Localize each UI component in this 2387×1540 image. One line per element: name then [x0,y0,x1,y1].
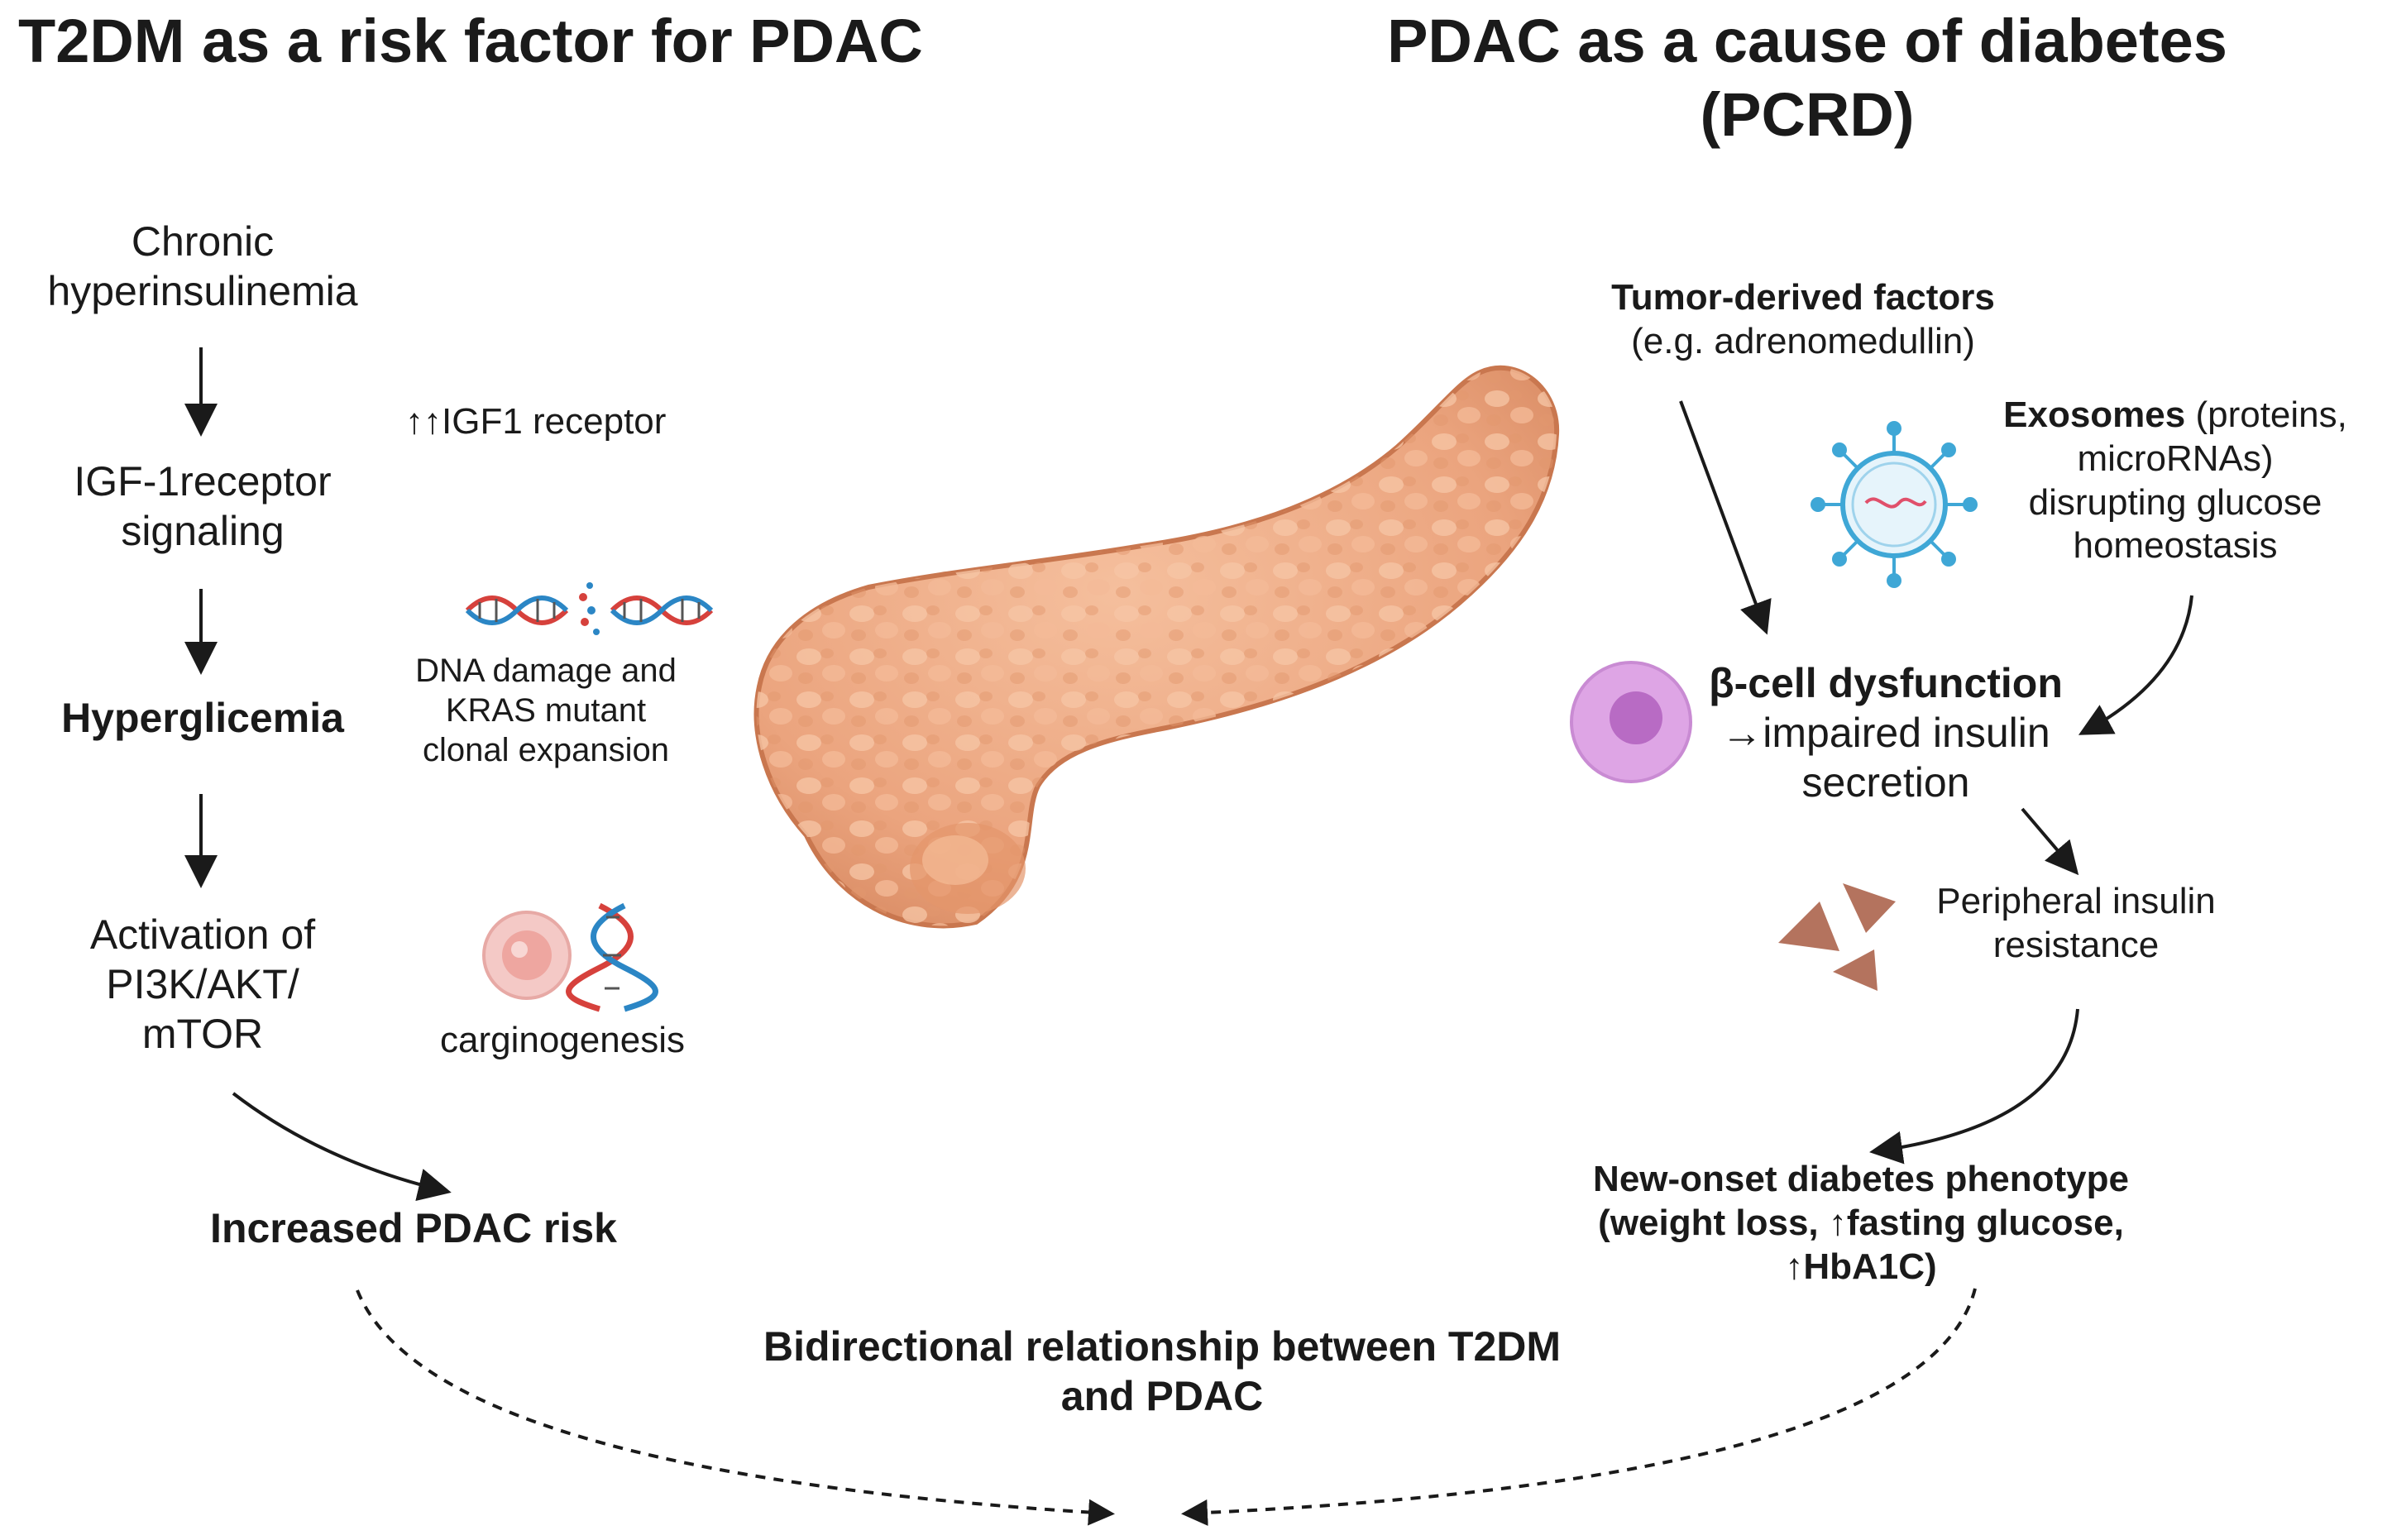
pancreas-illustration [753,365,1560,929]
cancer-cell-icon [482,911,572,1000]
note-carcinogenesis: carginogenesis [440,1020,685,1060]
bidirectional-title: Bidirectional relationship between T2DM … [763,1323,1562,1419]
peripheral-insulin-resistance: Peripheral insulin resistance [1936,881,2216,965]
right-flow-arrows [1679,400,2193,1165]
note-dna-damage: DNA damage and KRAS mutant clonal expans… [415,653,677,768]
dna-helix-icon [566,902,658,1012]
left-flow-arrows [184,347,452,1202]
note-igf1-receptor: ↑↑IGF1 receptor [405,401,667,442]
bidirectional-arrows [356,1288,1977,1526]
tumor-derived-factors: Tumor-derived factors (e.g. adrenomedull… [1611,277,1995,361]
new-onset-diabetes: New-onset diabetes phenotype (weight los… [1593,1159,2129,1287]
exosome-icon [1811,421,1978,588]
step-hyperglicemia: Hyperglicemia [61,695,344,741]
step-pi3k-akt-mtor: Activation of PI3K/AKT/ mTOR [89,911,316,1057]
beta-cell-dysfunction: β-cell dysfunction →impaired insulin sec… [1709,660,2063,806]
increased-pdac-risk: Increased PDAC risk [210,1205,617,1251]
step-chronic-hyperinsulinemia: Chronic hyperinsulinemia [47,218,358,314]
left-title: T2DM as a risk factor for PDAC [18,7,923,75]
step-igf1-signaling: IGF-1receptor signaling [74,458,332,554]
beta-cell-icon [1570,661,1692,783]
dna-damage-icon [465,582,714,635]
right-title: PDAC as a cause of diabetes (PCRD) [1387,7,2227,149]
peripheral-tissue-icon [1778,883,1896,991]
exosomes-text: Exosomes (proteins, microRNAs) disruptin… [2003,395,2347,567]
